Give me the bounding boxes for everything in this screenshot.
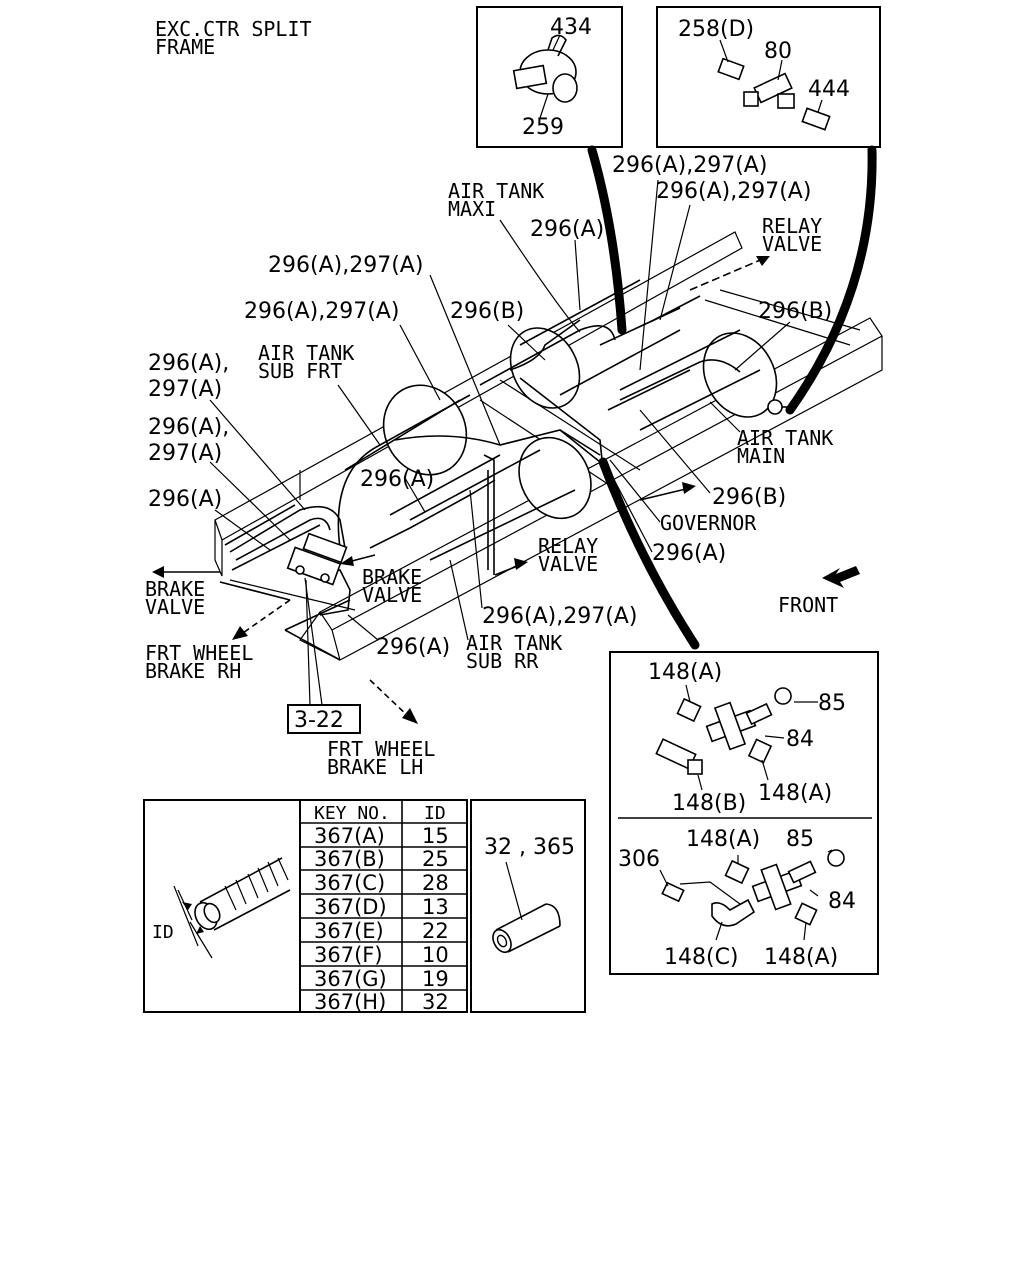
callout-148a: 148(A) [758,781,832,806]
inset-cross-fittings [609,651,879,975]
callout-85: 85 [818,691,846,716]
air-tank-sub-frt-label-2: SUB FRT [258,359,342,383]
inset-leaders [587,145,877,650]
callout-296a: 296(A) [376,635,450,660]
chassis-frame [214,231,883,661]
exc-note-line1: EXC.CTR SPLIT [155,17,312,41]
callout-296a-297a: 296(A),297(A) [656,179,811,204]
callout-148a: 148(A) [764,945,838,970]
callout-296b: 296(B) [450,299,524,324]
frt-wheel-lh-label-1: FRT WHEEL [327,737,435,761]
callout-84: 84 [828,889,856,914]
callout-306: 306 [618,847,660,872]
air-tank-maxi [509,279,681,409]
air-tank-sub-frt [344,384,501,516]
table-row-id: 25 [422,847,449,871]
callout-297a: 297(A) [148,441,222,466]
table-row-key: 367(F) [314,943,383,967]
brake-valve-left-label-1: BRAKE [145,577,205,601]
callout-148a: 148(A) [686,827,760,852]
inset-tee [656,6,881,148]
front-label: FRONT [778,593,838,617]
table-row-key: 367(G) [314,967,387,991]
callout-80: 80 [764,39,792,64]
air-tank-main [619,329,778,431]
air-tank-sub-rr-label-1: AIR TANK [466,631,562,655]
callout-296b: 296(B) [758,299,832,324]
table-row-key: 367(C) [314,871,385,895]
callout-296a-297a: 296(A),297(A) [244,299,399,324]
relay-valve-top-label-2: VALVE [762,232,822,256]
table-row-id: 22 [422,919,449,943]
table-row-key: 367(B) [314,847,385,871]
hose-id-table: KEY NO. ID 367(A) 15 367(B) 25 367(C) 28… [299,799,468,1014]
callout-296a: 296(A), [148,415,229,440]
relay-valve-top-label-1: RELAY [762,214,822,238]
relay-valve-mid-label-2: VALVE [538,552,598,576]
callout-296a: 296(A) [360,467,434,492]
callout-296a: 296(A), [148,351,229,376]
air-tank-sub-rr [409,436,592,561]
table-row-id: 32 [422,990,449,1014]
air-tank-main-label-2: MAIN [737,444,785,468]
hose-id-label: ID [152,922,174,943]
callout-296a: 296(A) [652,541,726,566]
callout-296a: 296(A) [148,487,222,512]
front-arrow-icon [822,566,860,588]
callout-85: 85 [786,827,814,852]
brake-valve-left-label-2: VALVE [145,595,205,619]
callout-148b: 148(B) [672,791,746,816]
table-row-key: 367(D) [314,895,387,919]
hose-illustration [143,799,301,1013]
frt-wheel-rh-label-1: FRT WHEEL [145,641,253,665]
brake-valve [286,532,348,586]
table-row-id: 28 [422,871,449,895]
callout-148a: 148(A) [648,660,722,685]
table-header-key: KEY NO. [314,803,390,824]
table-header-id: ID [424,803,446,824]
frt-wheel-rh-label-2: BRAKE RH [145,659,241,683]
inset-clip [476,6,623,148]
table-row-key: 367(E) [314,919,384,943]
brake-valve-mid-label-1: BRAKE [362,565,422,589]
callout-148c: 148(C) [664,945,739,970]
callout-84: 84 [786,727,814,752]
table-row-id: 19 [422,967,449,991]
callout-leaders [209,179,791,706]
callout-296a-297a: 296(A),297(A) [482,604,637,629]
air-tank-maxi-label-1: AIR TANK [448,179,544,203]
brake-valve-mid-label-2: VALVE [362,583,422,607]
callout-296a: 296(A) [530,217,604,242]
table-row-id: 13 [422,895,449,919]
pipe-inset [470,799,586,1013]
frt-wheel-lh-label-2: BRAKE LH [327,755,423,779]
exc-note-line2: FRAME [155,35,215,59]
callout-296a-297a: 296(A),297(A) [612,153,767,178]
governor-label: GOVERNOR [660,511,757,535]
air-tank-sub-rr-label-2: SUB RR [466,649,539,673]
callout-297a: 297(A) [148,377,222,402]
table-row-id: 10 [422,943,449,967]
ref-box[interactable] [287,704,361,734]
callout-296a-297a: 296(A),297(A) [268,253,423,278]
table-row-id: 15 [422,824,449,848]
callout-444: 444 [808,77,850,102]
callout-32-365: 32 , 365 [484,835,575,860]
table-row-key: 367(H) [314,990,386,1014]
air-tank-main-label-1: AIR TANK [737,426,833,450]
callout-258d: 258(D) [678,17,754,42]
ref-box-label[interactable]: 3-22 [294,708,344,733]
callout-296b: 296(B) [712,485,786,510]
callout-434: 434 [550,15,592,40]
relay-valve-mid-label-1: RELAY [538,534,598,558]
direction-arrows [152,256,770,724]
air-tank-maxi-label-2: MAXI [448,197,496,221]
callout-259: 259 [522,115,564,140]
table-row-key: 367(A) [314,824,385,848]
air-tank-sub-frt-label-1: AIR TANK [258,341,354,365]
